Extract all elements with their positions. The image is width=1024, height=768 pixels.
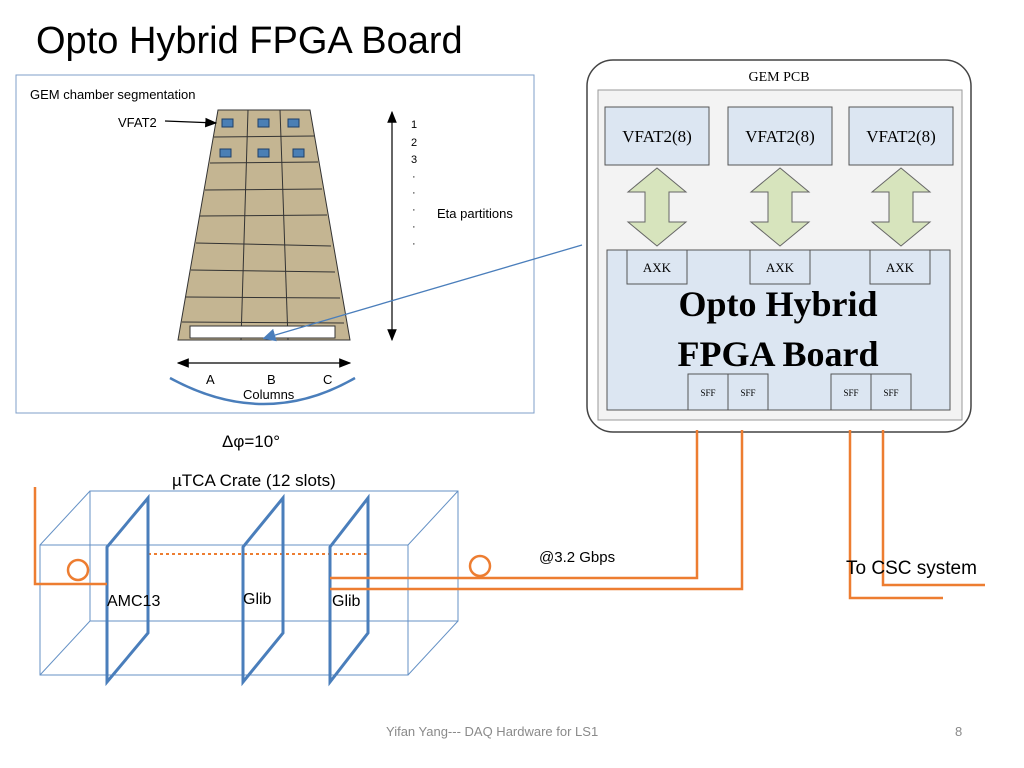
fiber-to-sff-2 [330,430,744,591]
vfat-chip [257,118,270,128]
svg-text:2: 2 [411,137,417,149]
svg-text:·: · [412,221,416,233]
svg-text:1: 1 [411,119,417,131]
fiber-loop-icon [66,558,90,582]
glib-label-2: Glib [332,593,361,610]
column-c: C [323,372,332,387]
chamber-heading: GEM chamber segmentation [30,87,195,102]
svg-text:3: 3 [411,154,417,166]
vfat-box [848,106,954,166]
page-number: 8 [955,724,963,739]
eta-number-list: 1 2 3 · · · · · [411,119,417,250]
columns-label: Columns [243,387,295,402]
slide-title: Opto Hybrid FPGA Board [36,20,463,62]
sff-connector [687,373,729,411]
sff-connector [830,373,872,411]
vfat-chip [292,148,305,158]
board-title-line2: FPGA Board [677,334,878,374]
csc-system-label: To CSC system [846,558,977,579]
sff-connector [727,373,769,411]
vfat-chip [287,118,300,128]
column-a: A [206,372,215,387]
link-speed-label: @3.2 Gbps [539,549,615,566]
gem-chamber-shape [177,109,351,341]
vfat-chip [219,148,232,158]
crate-title: µTCA Crate (12 slots) [172,471,336,490]
axk-connector [869,249,931,285]
fiber-loop-icon [468,554,492,578]
vfat-chip [257,148,270,158]
glib-card-1 [241,493,285,687]
gem-pcb-title: GEM PCB [748,70,809,85]
amc13-label: AMC13 [107,593,160,610]
svg-text:AXK: AXK [886,260,915,275]
delta-phi-label: Δφ=10° [222,432,280,451]
vfat-label: VFAT2 [118,115,157,130]
axk-connector [626,249,688,285]
svg-text:AXK: AXK [643,260,672,275]
bidirectional-arrow-icon [626,167,688,247]
column-b: B [267,372,276,387]
svg-text:SFF: SFF [843,388,858,398]
glib-label-1: Glib [243,591,272,608]
bidirectional-arrow-icon [749,167,811,247]
svg-text:·: · [412,171,416,183]
chamber-panel: GEM chamber segmentation VFAT2 1 2 [15,74,535,414]
svg-text:SFF: SFF [700,388,715,398]
csc-fiber-1 [848,430,943,600]
eta-partitions-label: Eta partitions [437,206,513,221]
vfat-box [727,106,833,166]
amc13-card [105,493,150,687]
svg-text:AXK: AXK [766,260,795,275]
sff-connector [870,373,912,411]
board-to-chamber-pointer [262,244,583,342]
csc-fiber-2 [881,430,985,587]
vfat-box-label: VFAT2(8) [745,127,815,146]
axk-connector [749,249,811,285]
utca-crate [39,490,459,676]
gem-pcb: GEM PCB VFAT2(8) VFAT2(8) VFAT2(8) AXK A… [586,59,972,433]
bidirectional-arrow-icon [870,167,932,247]
svg-text:SFF: SFF [883,388,898,398]
svg-text:·: · [412,187,416,199]
vfat-chip [221,118,234,128]
amc13-fiber [33,487,107,586]
svg-text:·: · [412,204,416,216]
svg-text:SFF: SFF [740,388,755,398]
vfat-box-label: VFAT2(8) [622,127,692,146]
vfat-box [604,106,710,166]
footer-text: Yifan Yang--- DAQ Hardware for LS1 [386,724,599,739]
vfat-box-label: VFAT2(8) [866,127,936,146]
columns-arc [169,376,356,406]
fiber-to-sff-1 [330,430,699,580]
board-title-line1: Opto Hybrid [678,284,877,324]
svg-text:·: · [412,238,416,250]
